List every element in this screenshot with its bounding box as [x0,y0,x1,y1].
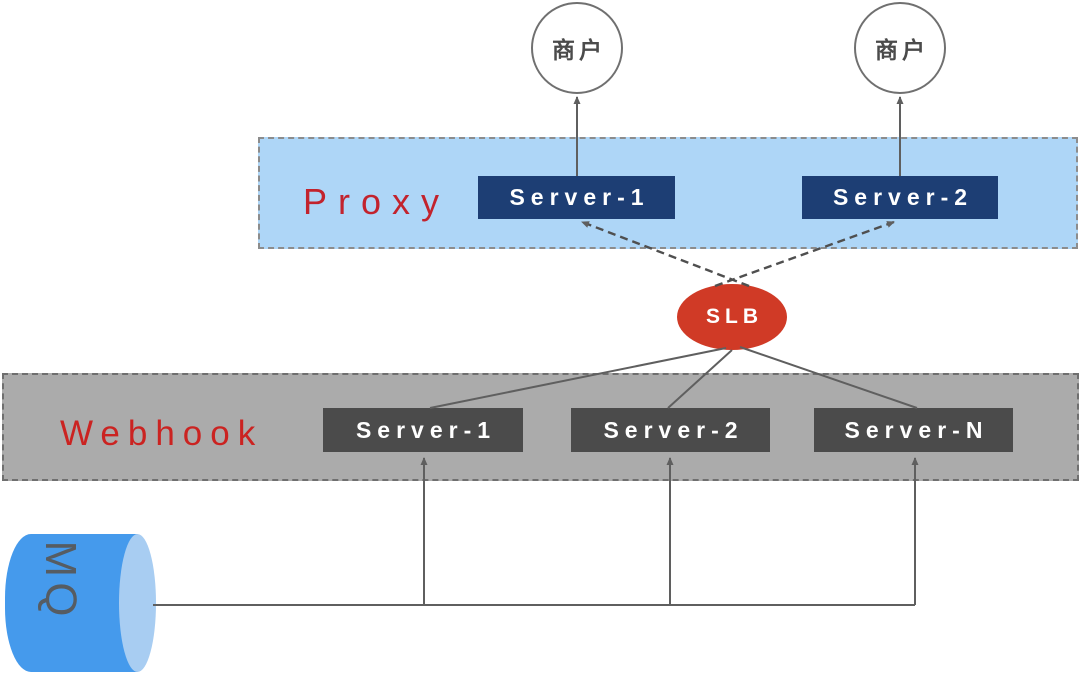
proxy-server-1: Server-1 [478,176,675,219]
slb-label: SLB [706,305,763,328]
webhook-server-2: Server-2 [571,408,770,452]
merchant-node-2: 商户 [854,2,946,94]
proxy-server-1-label: Server-1 [509,184,650,210]
webhook-server-2-label: Server-2 [603,416,744,443]
merchant-label: 商户 [552,37,606,63]
mq-cylinder [5,534,138,672]
webhook-server-n: Server-N [814,408,1013,452]
merchant-label: 商户 [875,37,929,63]
proxy-server-2: Server-2 [802,176,998,219]
mq-cylinder-cap [119,534,156,672]
webhook-server-1-label: Server-1 [355,416,497,443]
mq-label: MQ [36,540,85,622]
merchant-node-1: 商户 [531,2,623,94]
proxy-server-2-label: Server-2 [832,184,974,210]
webhook-zone-label: Webhook [60,414,264,453]
webhook-server-1: Server-1 [323,408,523,452]
slb-node: SLB [677,284,787,350]
webhook-server-n-label: Server-N [844,416,989,443]
proxy-zone-label: Proxy [303,181,451,222]
